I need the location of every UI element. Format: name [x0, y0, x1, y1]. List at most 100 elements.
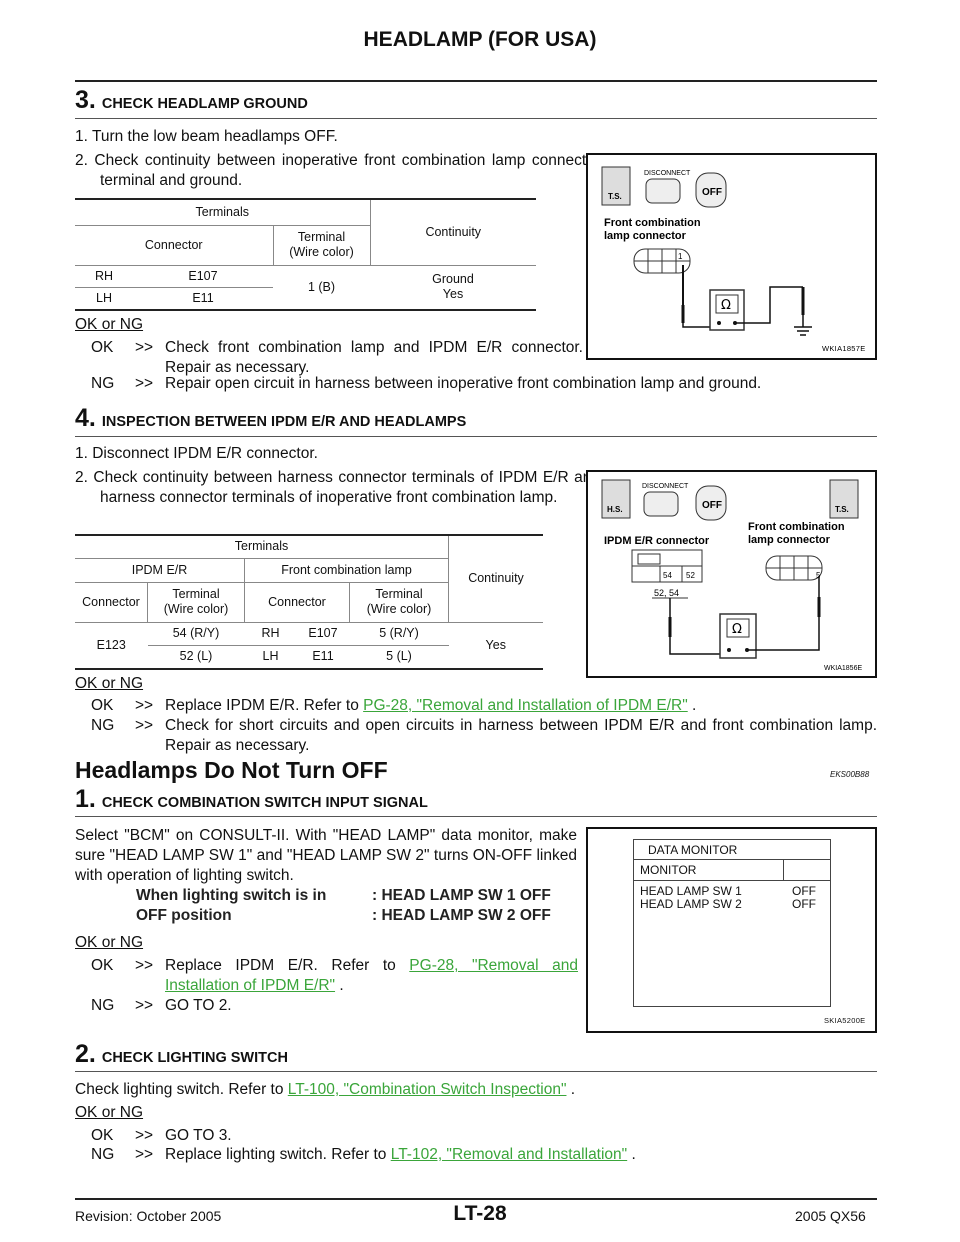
row-side: LH [96, 290, 112, 305]
row-side: LH [262, 649, 279, 664]
step-title: CHECK LIGHTING SWITCH [101, 1050, 288, 1066]
ok-result: OK>> Replace IPDM E/R. Refer to PG-28, "… [91, 697, 697, 714]
continuity-table-1: Terminals Continuity Connector Terminal … [75, 198, 536, 311]
svg-text:WKIA1856E: WKIA1856E [824, 665, 862, 672]
footer-model: 2005 QX56 [795, 1208, 866, 1224]
step-3-instruction-2: 2. Check continuity between inoperative … [75, 152, 600, 189]
row-side: RH [94, 268, 114, 283]
svg-text:54: 54 [663, 571, 672, 580]
ok-result: OK>>GO TO 3. [91, 1127, 232, 1144]
section-code: EKS00B88 [830, 770, 870, 779]
svg-text:H.S.: H.S. [607, 505, 623, 514]
step-title: CHECK COMBINATION SWITCH INPUT SIGNAL [101, 795, 428, 811]
th-connector: Connector [244, 582, 350, 622]
ok-result: OK>> Replace IPDM E/R. Refer to PG-28, "… [91, 957, 579, 994]
th-terminal: Terminal (Wire color) [273, 225, 371, 265]
svg-text:Ω: Ω [721, 298, 731, 313]
svg-text:DISCONNECT: DISCONNECT [644, 170, 691, 177]
link-lt-102[interactable]: LT-102, "Removal and Installation" [390, 1146, 628, 1163]
svg-text:T.S.: T.S. [608, 192, 622, 201]
step-4-heading: 4. INSPECTION BETWEEN IPDM E/R AND HEADLA… [75, 404, 466, 433]
th-connector: Connector [75, 225, 274, 265]
header-rule [75, 80, 877, 82]
page-header-title: HEADLAMP (FOR USA) [363, 28, 597, 51]
row-side: RH [261, 626, 280, 640]
figure-headlamp-ground: T.S. DISCONNECT OFF Front combination la… [586, 153, 877, 360]
ground-circuit-diagram: T.S. DISCONNECT OFF Front combination la… [601, 166, 866, 353]
cell-ipdm-terminal: 52 (L) [179, 649, 213, 664]
step-3-instruction-1: 1. Turn the low beam headlamps OFF. [75, 128, 338, 145]
svg-text:lamp connector: lamp connector [604, 230, 687, 242]
ok-or-ng-label: OK or NG [75, 934, 144, 951]
step-number: 4. [75, 404, 96, 432]
step-title: INSPECTION BETWEEN IPDM E/R AND HEADLAMP… [101, 414, 467, 430]
link-pg-28-ipdm[interactable]: PG-28, "Removal and Installation of IPDM… [165, 957, 579, 994]
ok-or-ng-label: OK or NG [75, 675, 144, 692]
row-connector: E107 [188, 268, 218, 283]
step-number: 1. [75, 785, 96, 813]
step-3-heading: 3.CHECK HEADLAMP GROUND [75, 86, 308, 115]
footer-page-number: LT-28 [453, 1202, 507, 1225]
data-monitor-title: DATA MONITOR [634, 840, 830, 860]
cell-terminal: 1 (B) [307, 279, 336, 294]
step-number: 3. [75, 86, 96, 114]
step-rule [75, 1071, 877, 1072]
step-rule [75, 118, 877, 119]
svg-text:OFF: OFF [702, 500, 722, 511]
step-1-instruction: Select "BCM" on CONSULT-II. With "HEAD L… [75, 827, 577, 884]
step-2-instruction: Check lighting switch. Refer to LT-100, … [75, 1081, 576, 1098]
step-4-instruction-1: 1. Disconnect IPDM E/R connector. [75, 445, 318, 462]
svg-text:DISCONNECT: DISCONNECT [642, 483, 689, 490]
footer-revision: Revision: October 2005 [75, 1208, 222, 1224]
ng-result: NG>>Check for short circuits and open ci… [91, 717, 877, 754]
th-terminal: Terminal (Wire color) [349, 582, 449, 622]
cell-ground: GroundYes [370, 265, 536, 309]
svg-text:Front combination: Front combination [604, 217, 701, 229]
cell-ipdm-terminal: 54 (R/Y) [172, 626, 220, 640]
svg-text:1: 1 [678, 252, 683, 261]
ok-result: OK>>Check front combination lamp and IPD… [91, 339, 583, 376]
cell-result: Yes [485, 637, 506, 652]
ng-result: NG>>GO TO 2. [91, 997, 232, 1014]
monitor-header: MONITOR [634, 860, 784, 880]
svg-text:5: 5 [816, 571, 821, 580]
figure-code: SKIA5200E [824, 1016, 866, 1025]
svg-text:lamp connector: lamp connector [748, 534, 831, 546]
continuity-table-2: Terminals Continuity IPDM E/R Front comb… [75, 534, 543, 670]
ipdm-circuit-diagram: H.S. DISCONNECT OFF T.S. IPDM E/R connec… [601, 479, 862, 672]
step-1-heading: 1. CHECK COMBINATION SWITCH INPUT SIGNAL [75, 785, 428, 814]
row-connector: E11 [312, 649, 334, 664]
step-4-instruction-2: 2. Check continuity between harness conn… [75, 469, 600, 506]
th-continuity: Continuity [468, 571, 524, 586]
th-terminals: Terminals [75, 200, 371, 226]
svg-text:WKIA1857E: WKIA1857E [822, 344, 866, 353]
svg-text:OFF: OFF [702, 187, 722, 198]
condition-value: : HEAD LAMP SW 1 OFF: HEAD LAMP SW 2 OFF [372, 887, 551, 924]
link-lt-100[interactable]: LT-100, "Combination Switch Inspection" [287, 1081, 567, 1098]
step-rule [75, 436, 877, 437]
step-rule [75, 816, 877, 817]
ok-or-ng-label: OK or NG [75, 1104, 144, 1121]
link-pg-28-ipdm[interactable]: PG-28, "Removal and Installation of IPDM… [363, 697, 688, 714]
cell-result: Yes [442, 287, 464, 302]
cell-ipdm-connector: E123 [96, 637, 126, 652]
cell-lamp-terminal: 5 (L) [386, 649, 412, 664]
svg-text:Front combination: Front combination [748, 521, 845, 533]
th-terminal: Terminal (Wire color) [147, 582, 245, 622]
step-number: 2. [75, 1040, 96, 1068]
figure-ipdm-headlamp: H.S. DISCONNECT OFF T.S. IPDM E/R connec… [586, 470, 877, 678]
th-front-combination-lamp: Front combination lamp [244, 558, 449, 583]
ok-or-ng-label: OK or NG [75, 316, 144, 333]
th-connector: Connector [75, 582, 148, 622]
row-connector: E107 [308, 626, 338, 640]
th-ipdm: IPDM E/R [75, 558, 245, 583]
step-2-heading: 2. CHECK LIGHTING SWITCH [75, 1040, 288, 1069]
footer-rule [75, 1198, 877, 1200]
ng-result: NG>>Repair open circuit in harness betwe… [91, 375, 762, 392]
svg-text:52, 54: 52, 54 [654, 588, 679, 598]
